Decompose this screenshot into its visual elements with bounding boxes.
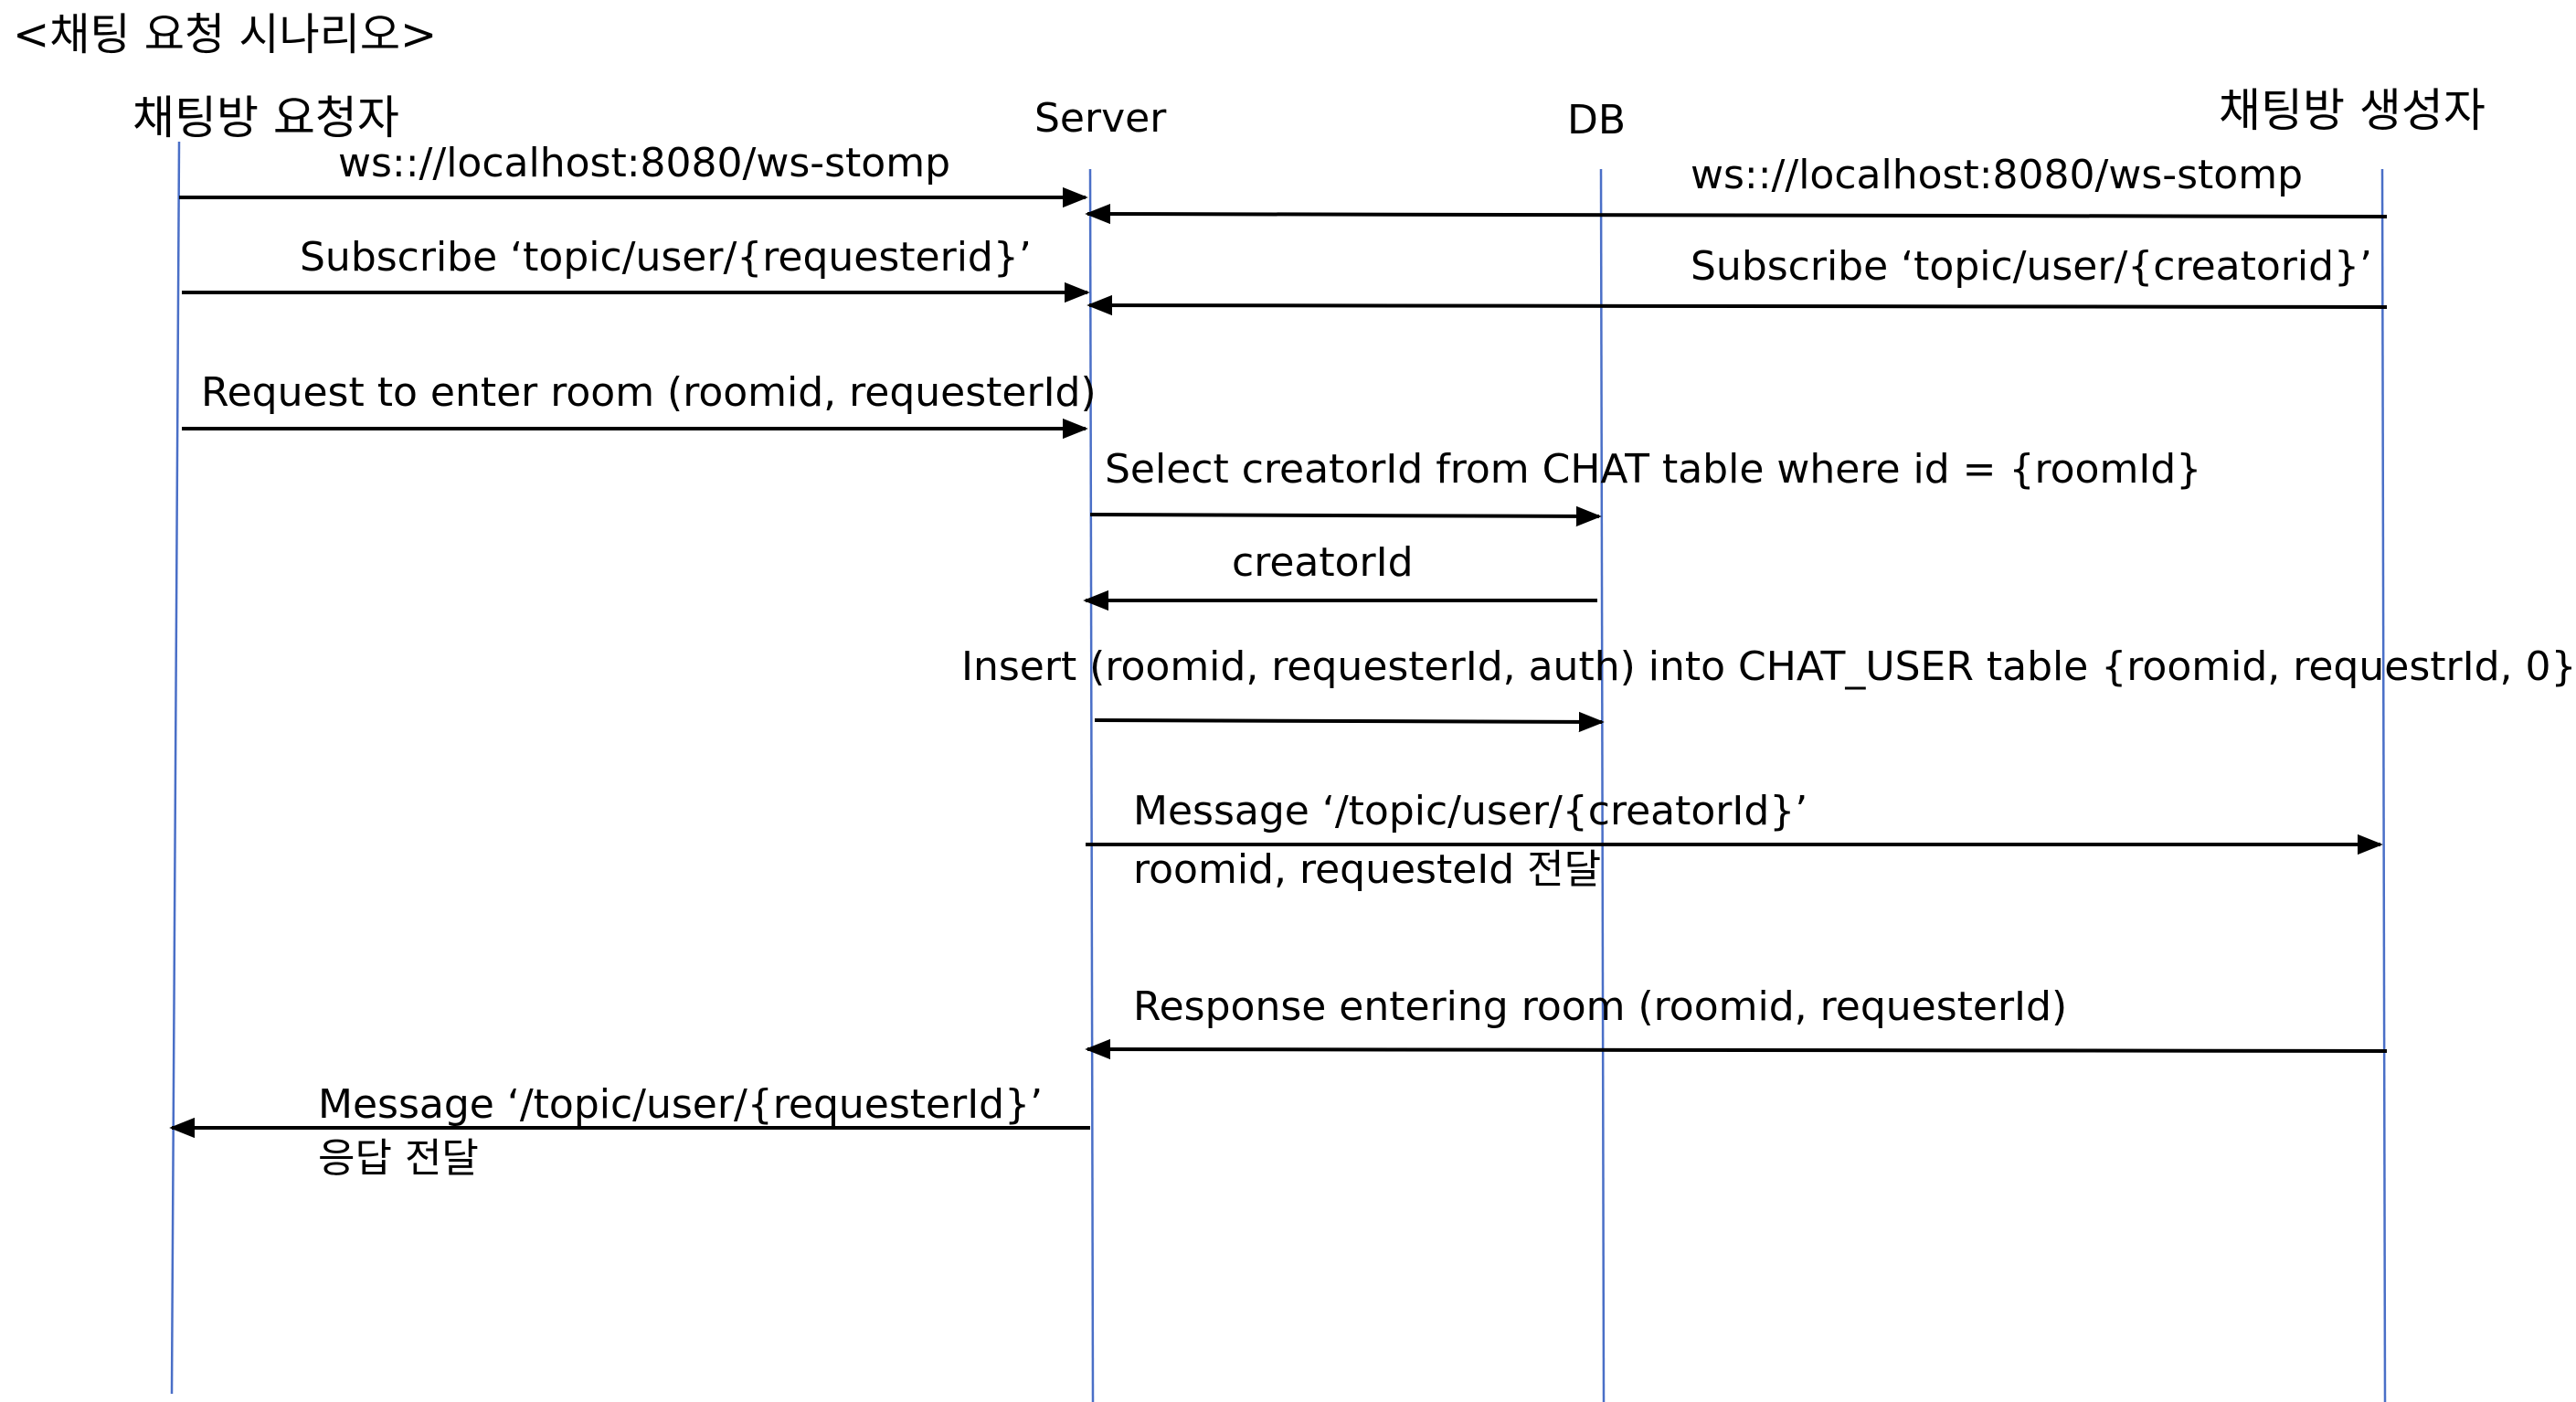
message-label-secondary: roomid, requesteId 전달 (1133, 846, 1602, 893)
message-label: Response entering room (roomid, requeste… (1133, 983, 2068, 1030)
actor-server: Server (1034, 95, 1167, 142)
message-label: Message ‘/topic/user/{creatorId}’ (1133, 788, 1808, 834)
arrow-response-entering (1085, 1038, 2388, 1060)
message-label: Subscribe ‘topic/user/{creatorid}’ (1691, 243, 2373, 290)
message-label: Insert (roomid, requesterId, auth) into … (961, 643, 2576, 690)
message-label: ws:://localhost:8080/ws-stomp (338, 140, 951, 186)
arrow-select-creator (1089, 505, 1602, 527)
diagram-title: <채팅 요청 시나리오> (13, 9, 438, 60)
arrow-creator-subscribe (1087, 294, 2388, 316)
message-label-secondary: 응답 전달 (318, 1135, 479, 1182)
message-label: Subscribe ‘topic/user/{requesterid}’ (300, 234, 1032, 281)
lifeline-db (1599, 168, 1606, 1402)
arrow-creator-connect (1085, 203, 2388, 225)
lifeline-creator (2380, 168, 2387, 1402)
message-label: creatorId (1232, 539, 1414, 586)
message-label: ws:://localhost:8080/ws-stomp (1691, 152, 2304, 198)
actor-requester: 채팅방 요청자 (133, 91, 399, 144)
actor-creator: 채팅방 생성자 (2219, 84, 2486, 137)
message-label: Message ‘/topic/user/{requesterId}’ (318, 1081, 1044, 1128)
lifeline-requester (170, 141, 181, 1395)
message-label: Select creatorId from CHAT table where i… (1105, 446, 2202, 493)
lifeline-server (1088, 168, 1095, 1402)
actor-db: DB (1567, 97, 1627, 143)
message-label: Request to enter room (roomid, requester… (201, 369, 1097, 416)
arrow-insert-chat-user (1094, 711, 1605, 733)
